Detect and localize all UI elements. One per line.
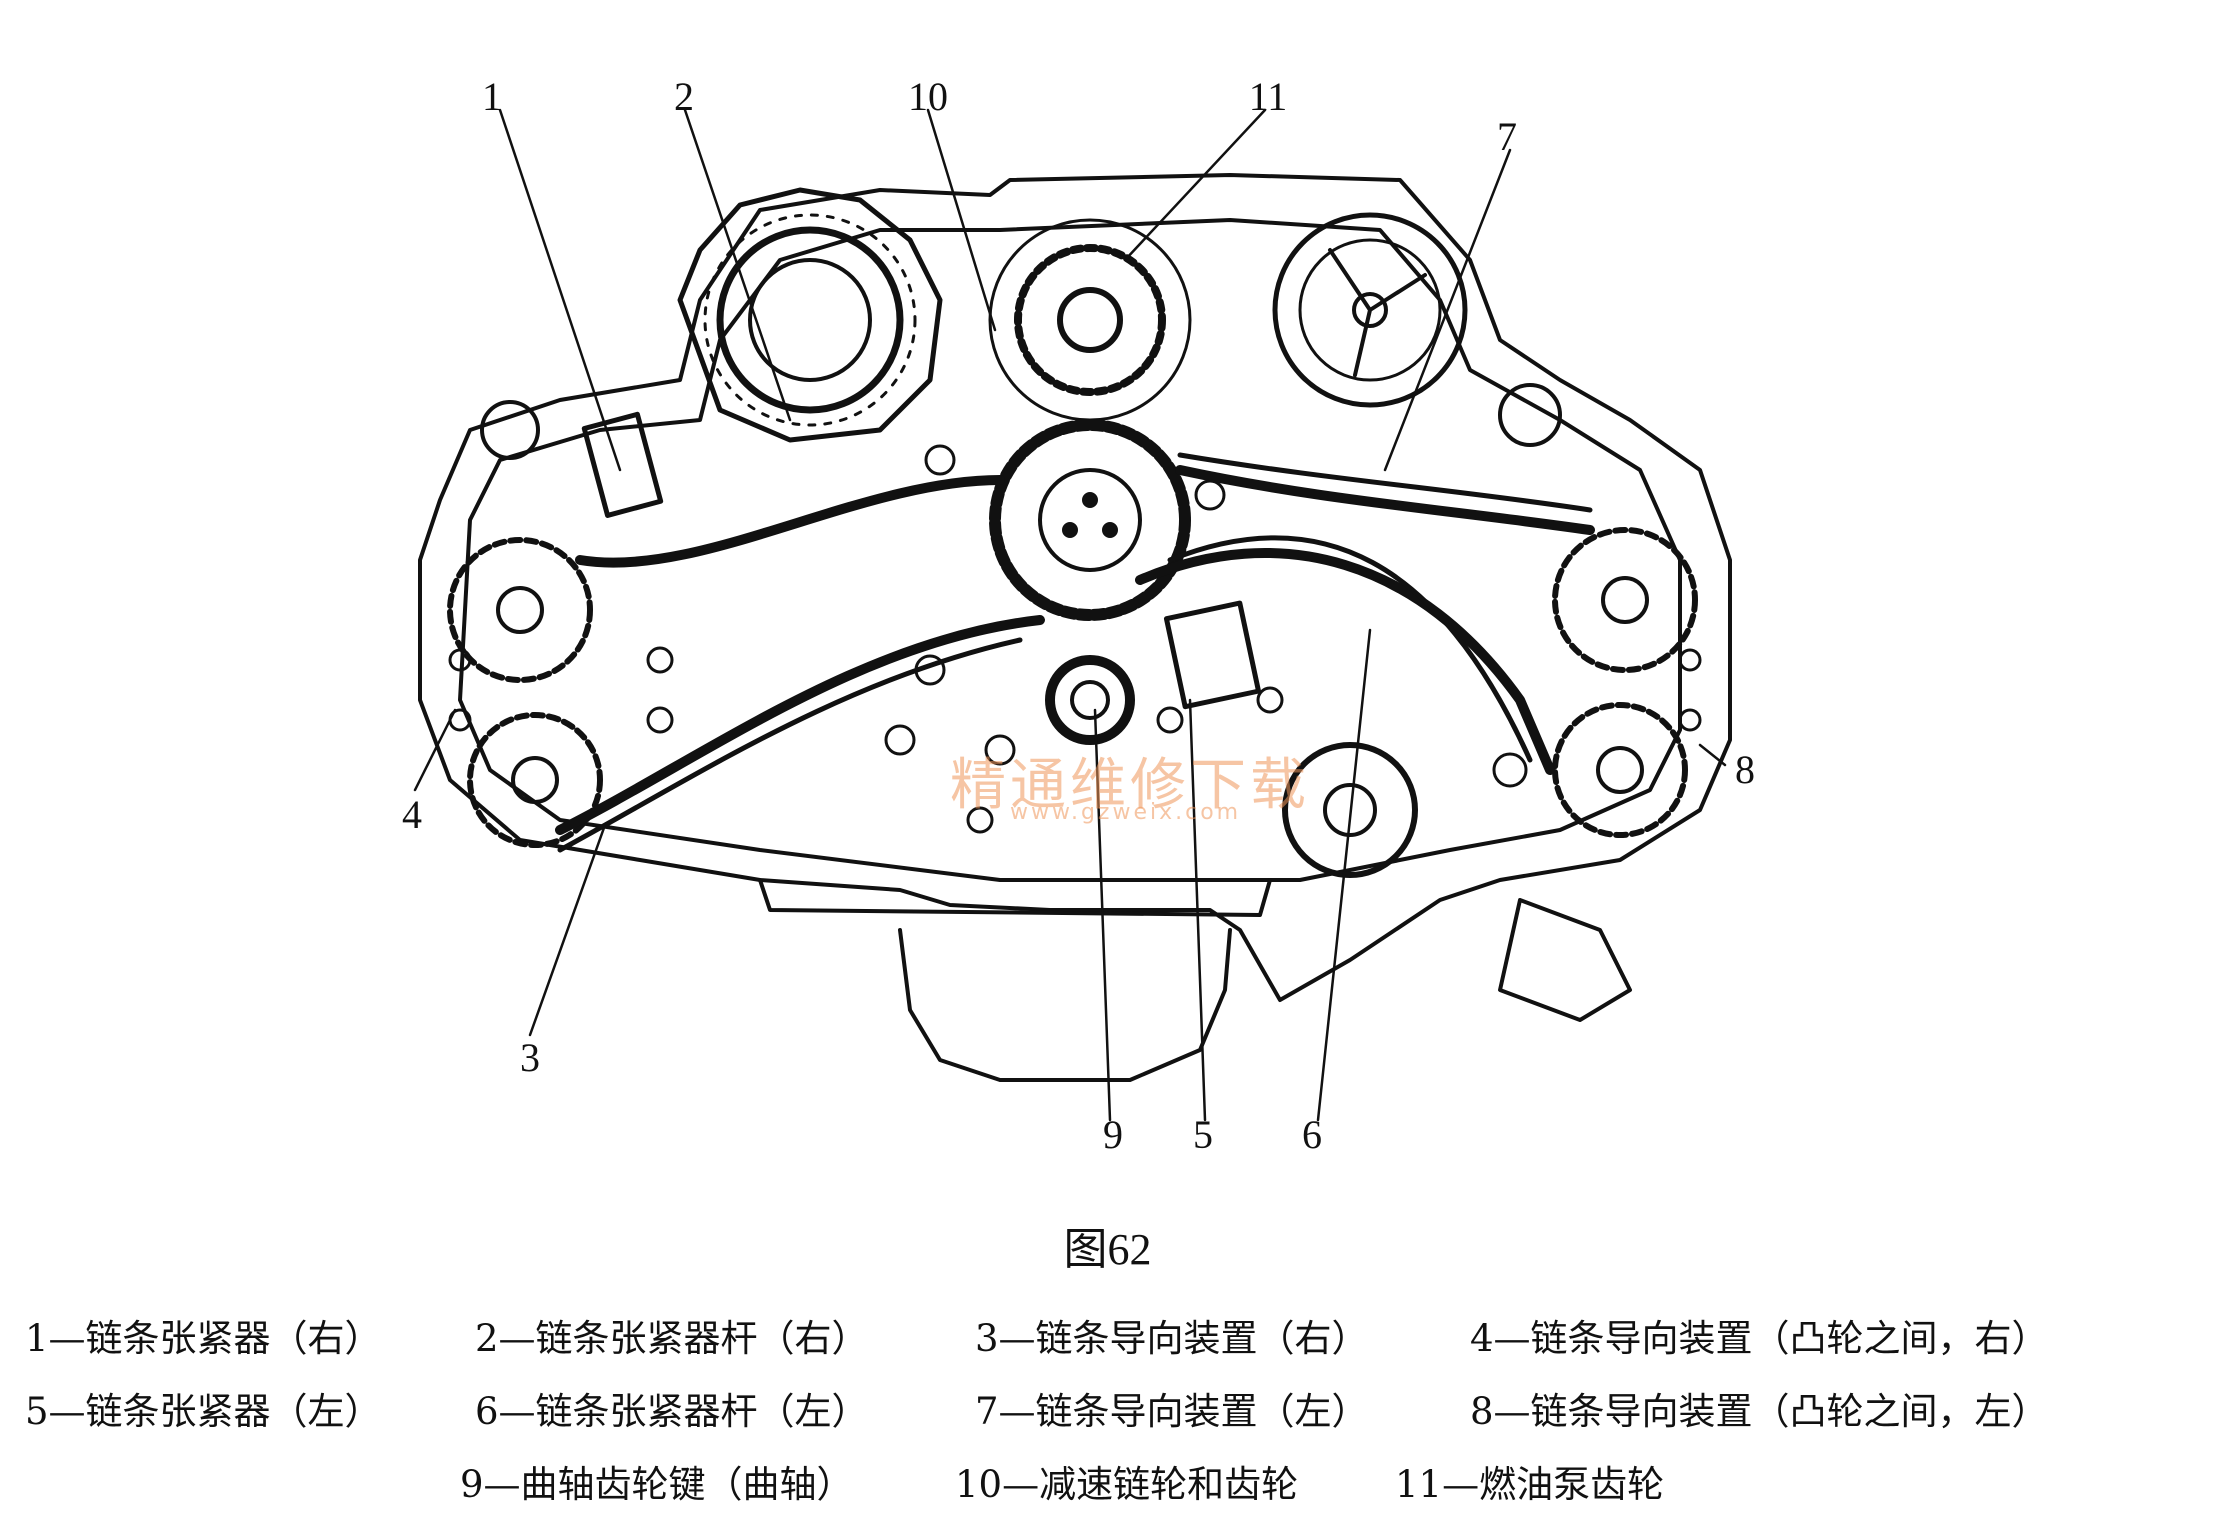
oil-pan-flange <box>758 878 1272 917</box>
leader-4 <box>413 708 457 792</box>
callout-4: 4 <box>402 792 422 837</box>
watermark: 精通维修下载 <box>950 753 1310 818</box>
tensioner-left-5 <box>1163 600 1262 710</box>
engine-block-inner <box>458 218 1682 882</box>
tensioner-lever-left-6 <box>1167 535 1533 763</box>
callout-2: 2 <box>674 74 694 119</box>
leader-7 <box>1383 148 1512 472</box>
guide-right-3 <box>557 637 1023 853</box>
reduction-sprocket <box>989 419 1191 621</box>
legend-item-8: 8—链条导向装置（凸轮之间，左） <box>1470 1390 2049 1433</box>
callout-6: 6 <box>1302 1112 1322 1157</box>
leader-3 <box>528 823 607 1037</box>
alternator <box>677 187 943 443</box>
guide-left-7 <box>1177 452 1593 513</box>
legend-item-10: 10—减速链轮和齿轮 <box>955 1463 1299 1506</box>
callout-9: 9 <box>1103 1112 1123 1157</box>
tensioner-right-1 <box>581 411 664 518</box>
chain-left-upper <box>575 475 1005 568</box>
watermark-url: www.gzweix.com <box>1010 800 1242 825</box>
callout-1: 1 <box>482 74 502 119</box>
water-pump-pulley <box>1282 742 1632 1022</box>
leader-1 <box>498 108 622 472</box>
engine-block-outline <box>418 173 1732 1002</box>
leader-10 <box>926 108 997 332</box>
leader-5 <box>1188 698 1207 1122</box>
callout-10: 10 <box>908 74 948 119</box>
legend-item-11: 11—燃油泵齿轮 <box>1395 1463 1665 1506</box>
legend-item-3: 3—链条导向装置（右） <box>975 1317 1369 1360</box>
callout-11: 11 <box>1248 74 1288 119</box>
legend-item-1: 1—链条张紧器（右） <box>25 1317 382 1360</box>
chain-right-upper <box>1175 465 1595 535</box>
leader-9 <box>1093 708 1112 1122</box>
leader-11 <box>1123 108 1267 262</box>
leader-2 <box>683 108 792 422</box>
leader-8 <box>1698 743 1727 767</box>
leader-6 <box>1316 628 1372 1122</box>
figure-caption: 图62 <box>1063 1225 1152 1274</box>
legend-item-9: 9—曲轴齿轮键（曲轴） <box>460 1463 854 1506</box>
crank-sprocket <box>1045 655 1135 745</box>
callout-5: 5 <box>1193 1112 1213 1157</box>
fuel-pump-gear <box>988 218 1192 422</box>
right-lower-cam <box>1552 702 1688 838</box>
callout-3: 3 <box>520 1035 540 1080</box>
right-upper-cam <box>1552 527 1698 673</box>
legend-item-5: 5—链条张紧器（左） <box>25 1390 382 1433</box>
upper-right-pulley <box>1272 212 1468 408</box>
left-upper-cam <box>447 537 593 683</box>
oil-pan <box>898 928 1232 1082</box>
legend-item-2: 2—链条张紧器杆（右） <box>475 1317 869 1360</box>
legend-item-7: 7—链条导向装置（左） <box>975 1390 1369 1433</box>
chain-right-lower <box>1135 548 1555 775</box>
left-lower-cam <box>467 712 603 848</box>
legend-item-4: 4—链条导向装置（凸轮之间，右） <box>1470 1317 2049 1360</box>
legend-item-6: 6—链条张紧器杆（左） <box>475 1390 869 1433</box>
chain-left-lower <box>555 615 1045 835</box>
callout-7: 7 <box>1497 114 1517 159</box>
callout-8: 8 <box>1735 747 1755 792</box>
